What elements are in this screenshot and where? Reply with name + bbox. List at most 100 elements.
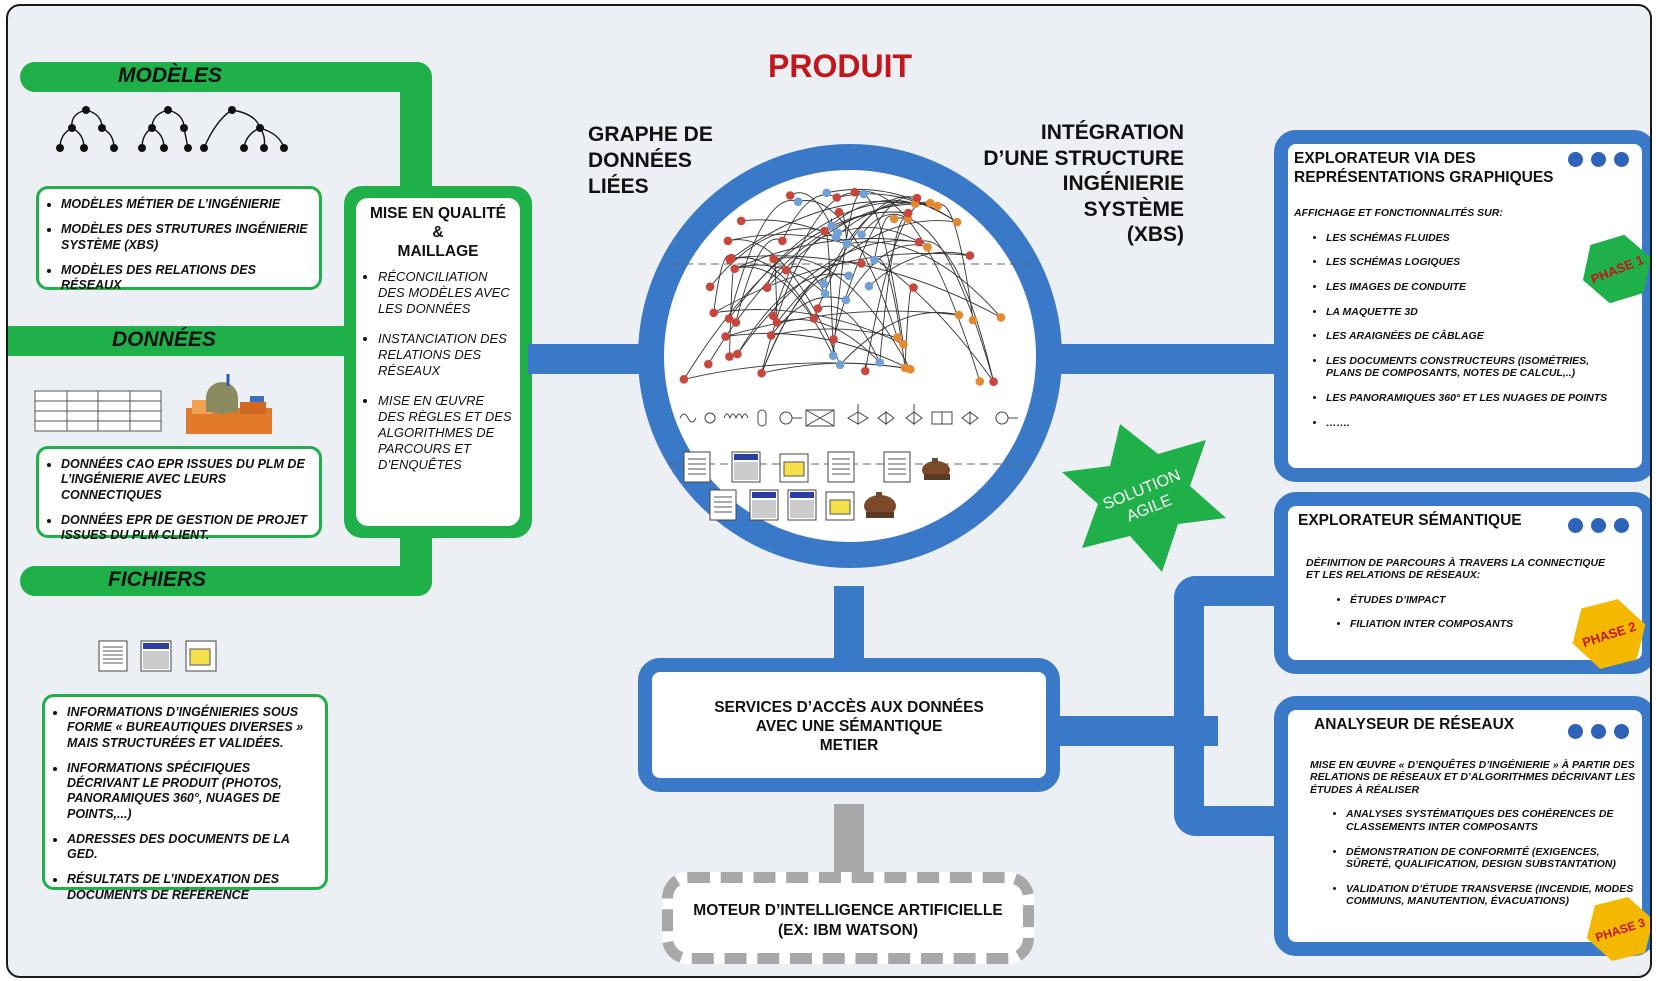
- integration-line: INTÉGRATION: [1040, 121, 1184, 144]
- explorateur-graph-item: LES SCHÉMAS FLUIDES: [1326, 232, 1634, 245]
- graph-node: [861, 366, 870, 376]
- graph-node: [679, 375, 689, 384]
- graph-edge: [864, 201, 931, 372]
- explorateur-sem-box: EXPLORATEUR SÉMANTIQUE DÉFINITION DE PAR…: [1274, 492, 1650, 674]
- graph-node: [709, 308, 718, 318]
- graph-node: [723, 236, 733, 246]
- solution-agile-star: SOLUTION AGILE: [1062, 424, 1226, 572]
- analyseur-intro: MISE EN ŒUVRE « D’ENQUÊTES D’INGÉNIERIE …: [1310, 758, 1636, 796]
- graph-edge: [918, 240, 995, 382]
- graph-node: [857, 259, 866, 268]
- fichiers-item: INFORMATIONS D’INGÉNIERIES SOUS FORME « …: [67, 705, 319, 751]
- modeles-item: MODÈLES MÉTIER DE L’INGÉNIERIE: [61, 197, 313, 212]
- explorateur-graph-title-1: EXPLORATEUR VIA DES: [1294, 150, 1476, 167]
- quality-item: MISE EN ŒUVRE DES RÈGLES ET DES ALGORITH…: [378, 393, 514, 473]
- graph-edge: [729, 257, 815, 319]
- graph-node: [899, 340, 908, 349]
- graph-node: [933, 201, 942, 211]
- graph-node: [778, 236, 787, 246]
- graph-node: [809, 314, 819, 323]
- connector-left: [528, 344, 648, 374]
- graph-node: [724, 314, 734, 323]
- graph-node: [736, 216, 746, 226]
- quality-item: RÉCONCILIATION DES MODÈLES AVEC LES DONN…: [378, 269, 514, 317]
- graph-node: [768, 311, 778, 321]
- explorateur-graph-item: …….: [1326, 417, 1634, 430]
- graph-node: [844, 271, 853, 280]
- ai-line: MOTEUR D’INTELLIGENCE ARTIFICIELLE: [693, 902, 1003, 919]
- graph-node: [762, 283, 772, 292]
- window-dots-icon: [1568, 518, 1629, 533]
- graph-node: [857, 230, 866, 239]
- graph-node: [832, 193, 842, 202]
- services-line: AVEC UNE SÉMANTIQUE: [755, 718, 943, 735]
- graph-label-line: GRAPHE DE: [588, 123, 713, 146]
- graph-node: [828, 351, 838, 360]
- donnees-bar: [8, 326, 344, 356]
- graph-node: [893, 333, 902, 342]
- graph-node: [766, 331, 776, 340]
- graph-node: [725, 255, 735, 265]
- graph-label-line: LIÉES: [588, 175, 649, 198]
- graph-node: [954, 310, 964, 320]
- explorateur-sem-item: ÉTUDES D’IMPACT: [1350, 594, 1634, 607]
- graph-node: [842, 239, 852, 249]
- graph-node: [822, 188, 831, 198]
- graph-node: [829, 335, 838, 344]
- graph-edge: [826, 188, 958, 223]
- fichiers-box: INFORMATIONS D’INGÉNIERIES SOUS FORME « …: [42, 694, 328, 902]
- graph-edge: [773, 257, 911, 370]
- graph-node: [875, 358, 884, 367]
- graph-edge: [833, 196, 918, 340]
- graph-node: [912, 193, 922, 203]
- graph-node: [769, 254, 778, 264]
- graph-edge: [728, 201, 916, 319]
- graph-edge: [728, 199, 799, 319]
- analyseur-item: VALIDATION D’ÉTUDE TRANSVERSE (INCENDIE,…: [1346, 883, 1636, 908]
- graph-node: [952, 217, 962, 227]
- donnees-item: DONNÉES CAO EPR ISSUES DU PLM DE L’INGÉN…: [61, 457, 313, 503]
- graph-edge: [837, 227, 920, 243]
- graph-node: [819, 279, 828, 288]
- explorateur-sem-title: EXPLORATEUR SÉMANTIQUE: [1298, 512, 1522, 529]
- graph-node: [968, 315, 978, 325]
- graph-edge: [817, 305, 881, 363]
- file-icons: [98, 640, 217, 672]
- graph-node: [859, 189, 868, 199]
- analyseur-item: DÉMONSTRATION DE CONFORMITÉ (EXIGENCES, …: [1346, 846, 1636, 871]
- graph-node: [989, 377, 998, 387]
- model-trees-icon: [56, 106, 288, 152]
- modeles-item: MODÈLES DES STRUTURES INGÉNIERIE SYSTÈME…: [61, 222, 313, 253]
- graph-node: [904, 208, 913, 218]
- connector-down: [834, 586, 864, 662]
- explorateur-graph-item: LES IMAGES DE CONDUITE: [1326, 281, 1634, 294]
- modeles-box: MODÈLES MÉTIER DE L’INGÉNIERIE MODÈLES D…: [36, 186, 322, 292]
- services-line: SERVICES D’ACCÈS AUX DONNÉES: [714, 699, 984, 716]
- graph-node: [733, 349, 742, 359]
- graph-node: [833, 228, 843, 238]
- quality-title-1: MISE EN QUALITÉ: [369, 205, 507, 222]
- fichiers-item: ADRESSES DES DOCUMENTS DE LA GED.: [67, 832, 319, 863]
- fichiers-title: FICHIERS: [108, 568, 207, 591]
- nuclear-plant-icon: [186, 374, 272, 434]
- analyseur-item: ANALYSES SYSTÉMATIQUES DES COHÉRENCES DE…: [1346, 808, 1636, 833]
- graph-node: [870, 255, 879, 265]
- connector-ai: [834, 804, 864, 876]
- explorateur-graph-title-2: REPRÉSENTATIONS GRAPHIQUES: [1294, 168, 1554, 186]
- services-line: METIER: [819, 737, 879, 754]
- modeles-bar: [20, 62, 432, 92]
- graph-edge: [734, 266, 834, 356]
- graph-edge: [776, 319, 881, 363]
- graph-node: [757, 368, 766, 378]
- graph-edge: [761, 261, 862, 374]
- connector-vertical-right: [1174, 576, 1204, 836]
- graph-node: [909, 283, 918, 292]
- modeles-item: MODÈLES DES RELATIONS DES RÉSEAUX: [61, 263, 313, 294]
- donnees-title: DONNÉES: [112, 328, 216, 351]
- integration-line: D’UNE STRUCTURE: [983, 146, 1184, 170]
- graph-node: [705, 282, 715, 292]
- graph-node: [926, 198, 935, 208]
- graph-node: [965, 251, 975, 260]
- graph-edge: [729, 201, 916, 261]
- integration-line: (XBS): [1126, 223, 1184, 246]
